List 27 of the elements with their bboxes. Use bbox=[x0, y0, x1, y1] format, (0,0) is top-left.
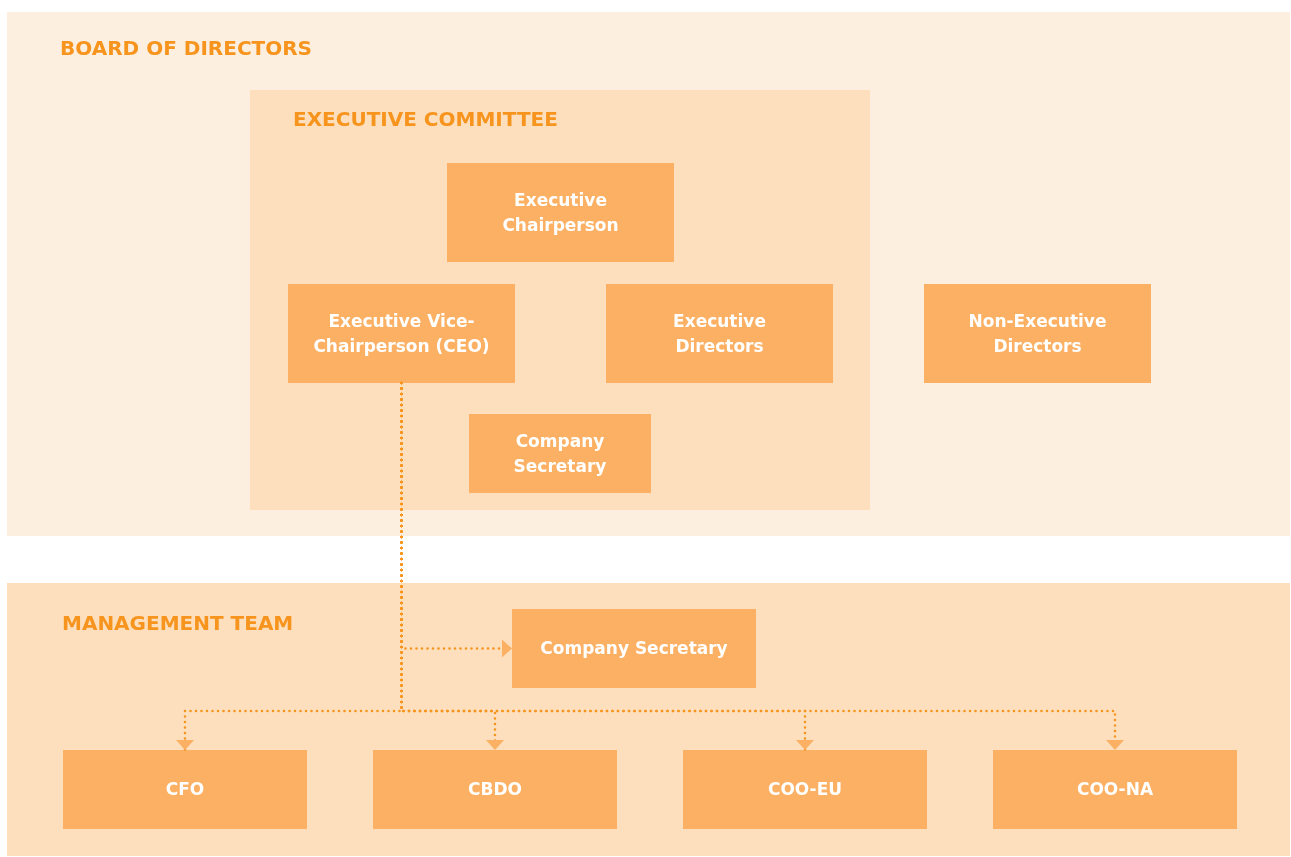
role-label: Company Secretary bbox=[540, 637, 728, 661]
role-box bbox=[606, 284, 833, 383]
role-box bbox=[512, 609, 756, 688]
role-label: Executive Directors bbox=[672, 309, 767, 358]
board-panel bbox=[7, 12, 1290, 536]
role-box bbox=[447, 163, 674, 262]
role-box bbox=[288, 284, 515, 383]
role-label: COO-EU bbox=[767, 778, 843, 802]
role-label: Executive Chairperson bbox=[501, 188, 620, 237]
group-panel bbox=[250, 90, 870, 510]
role-box bbox=[993, 750, 1237, 829]
role-label: Company Secretary bbox=[512, 429, 608, 478]
section-heading: EXECUTIVE COMMITTEE bbox=[293, 107, 558, 131]
role-label: CFO bbox=[165, 778, 205, 802]
role-box bbox=[924, 284, 1151, 383]
role-label: COO-NA bbox=[1076, 778, 1154, 802]
role-label: Non-Executive Directors bbox=[967, 309, 1108, 358]
dotted-arrow bbox=[400, 381, 1124, 752]
role-box bbox=[373, 750, 617, 829]
section-heading: MANAGEMENT TEAM bbox=[62, 611, 294, 635]
role-box bbox=[683, 750, 927, 829]
role-box bbox=[63, 750, 307, 829]
role-box bbox=[469, 414, 651, 493]
section-heading: BOARD OF DIRECTORS bbox=[60, 36, 312, 60]
group-panel bbox=[7, 583, 1290, 856]
role-label: Executive Vice-Chairperson (CEO) bbox=[312, 309, 491, 358]
role-label: CBDO bbox=[468, 778, 522, 802]
